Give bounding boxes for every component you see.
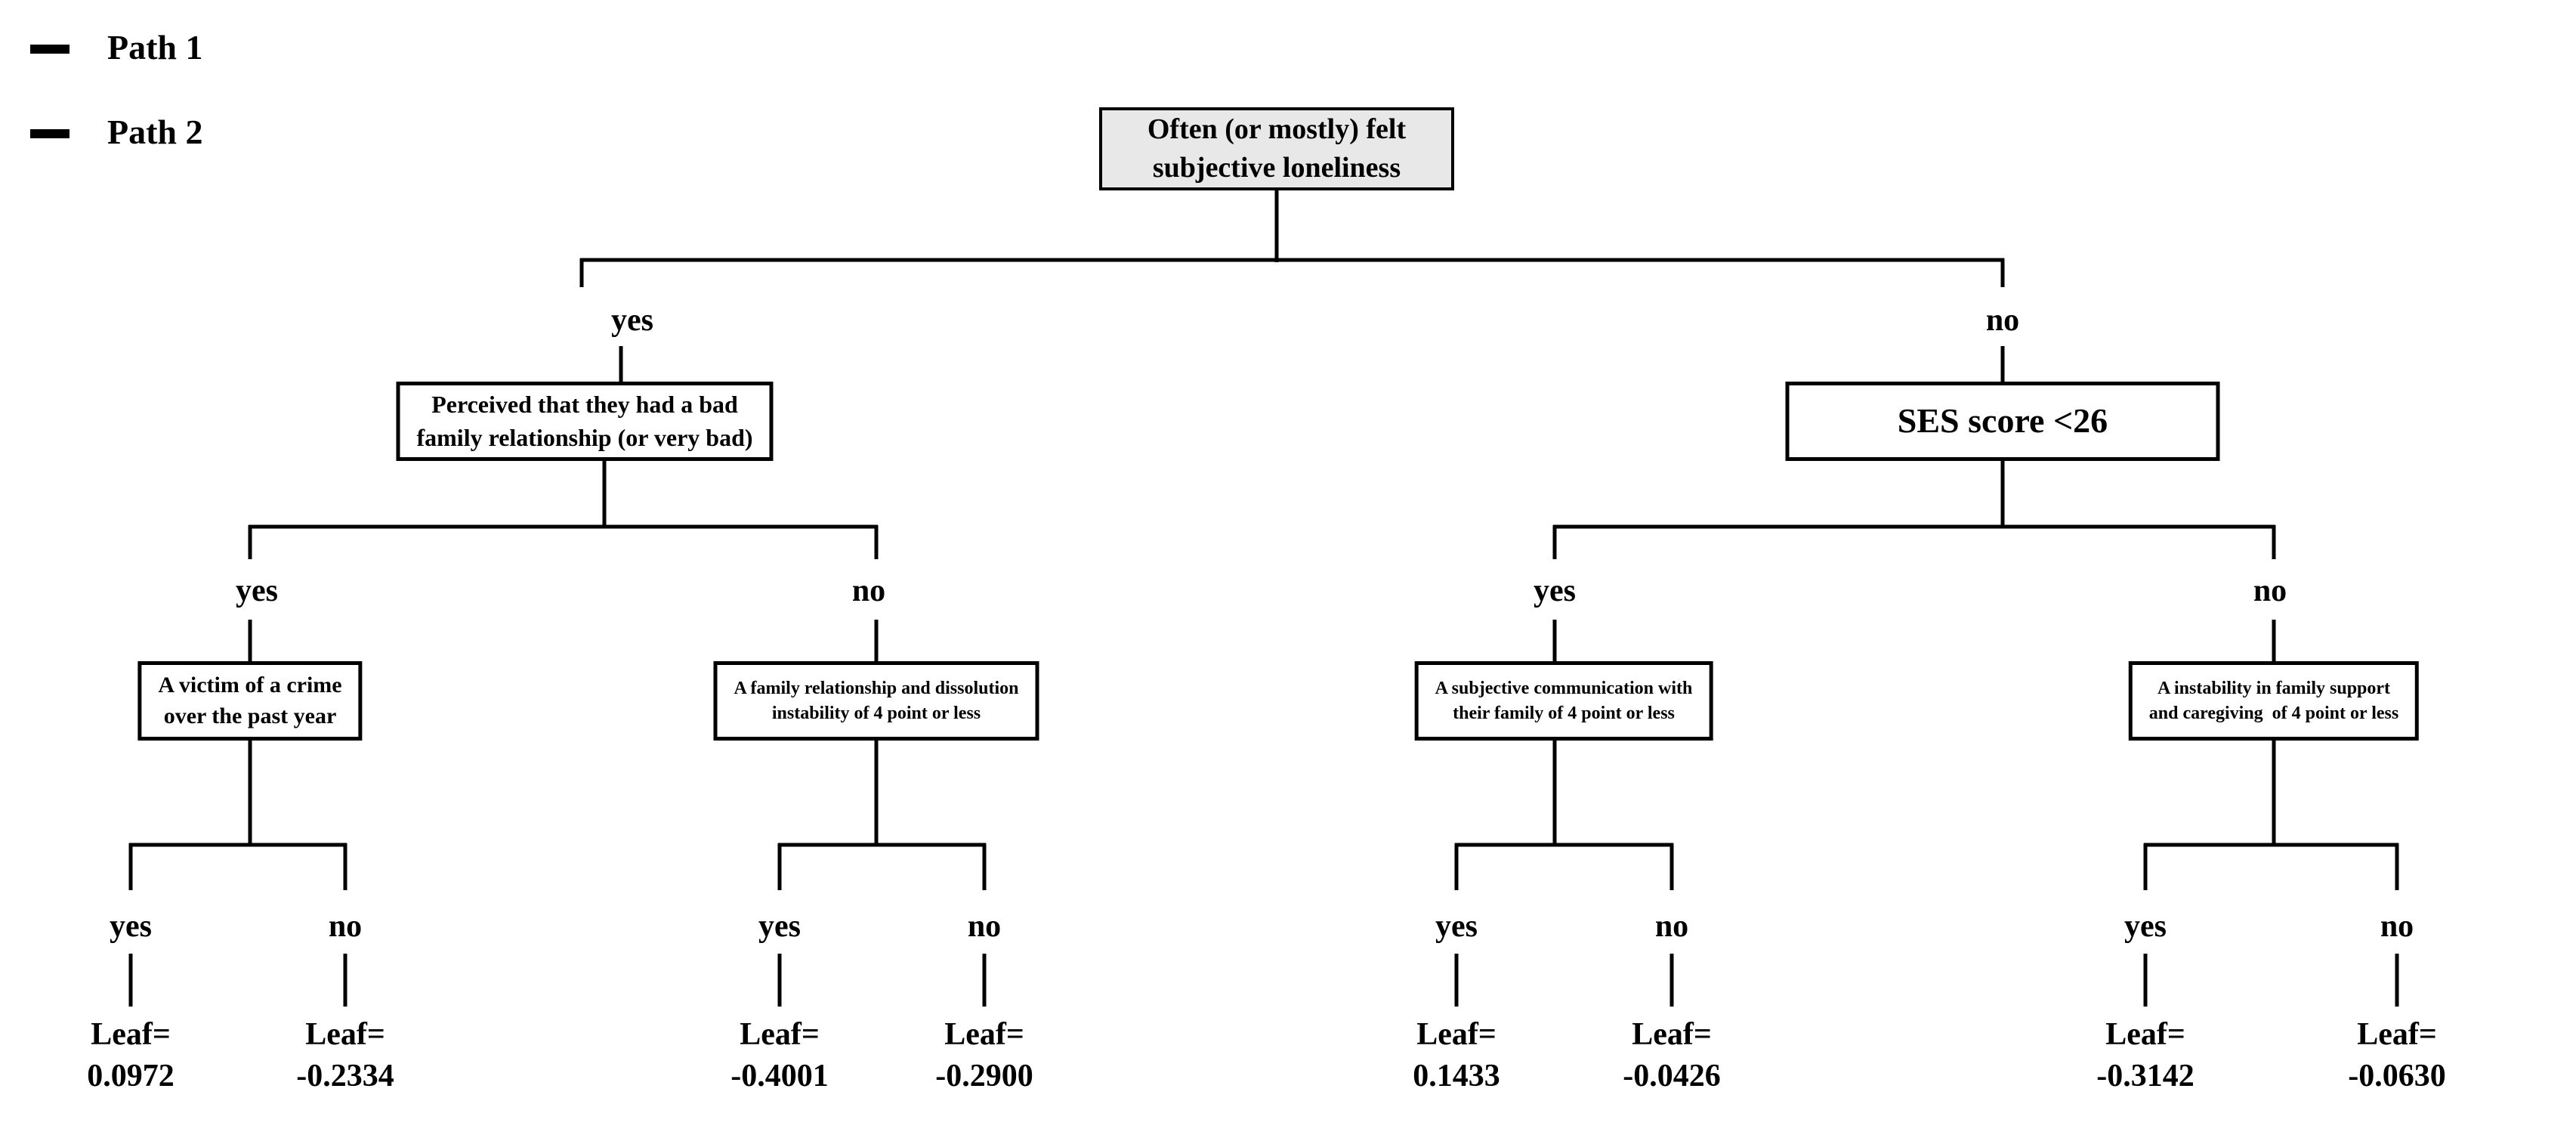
leaf-prefix: Leaf= [1416,1017,1496,1052]
branch-label-no-2r: no [2253,574,2287,608]
leaf-node-3: Leaf= -0.4001 [730,1014,829,1096]
node-victim-line2: over the past year [163,703,337,728]
leaf-node-2: Leaf= -0.2334 [296,1014,394,1096]
leaf-prefix: Leaf= [1632,1017,1712,1052]
branch-label-no-3c: no [328,909,363,944]
node-ses-score: SES score <26 [1785,382,2220,461]
leaf-node-4: Leaf= -0.2900 [935,1014,1033,1096]
leaf-value: -0.0426 [1623,1058,1721,1093]
node-family-support-line2: and caregiving of 4 point or less [2148,703,2399,723]
leaf-prefix: Leaf= [944,1017,1024,1052]
leaf-value: -0.2900 [935,1058,1033,1093]
node-subjective-communication: A subjective communication with their fa… [1414,661,1713,741]
leaf-prefix: Leaf= [305,1017,385,1052]
branch-label-yes-3d: yes [758,909,801,944]
node-family-support-line1: A instability in family support [2157,679,2391,699]
leaf-value: -0.0630 [2348,1058,2446,1093]
leaf-prefix: Leaf= [740,1017,820,1052]
leaf-prefix: Leaf= [2357,1017,2437,1052]
branch-label-yes-3e: yes [1435,909,1478,944]
leaf-node-5: Leaf= 0.1433 [1413,1014,1500,1096]
node-victim-line1: A victim of a crime [158,673,342,697]
branch-label-no-2l: no [851,574,886,608]
leaf-value: -0.3142 [2096,1058,2195,1093]
branch-label-no-1: no [1985,303,2020,338]
branch-label-yes-3f: yes [2124,909,2167,944]
node-perceived-line1: Perceived that they had a bad [431,391,738,419]
branch-label-no-3d: no [967,909,1002,944]
node-perceived-bad-family-relationship: Perceived that they had a bad family rel… [396,382,774,461]
node-perceived-line2: family relationship (or very bad) [416,423,753,451]
node-root: Often (or mostly) felt subjective loneli… [1099,107,1454,190]
leaf-value: -0.4001 [730,1058,829,1093]
node-family-dissolution-line1: A family relationship and dissolution [734,679,1019,699]
node-root-line2: subjective loneliness [1152,152,1401,184]
leaf-node-8: Leaf= -0.0630 [2348,1014,2446,1096]
node-crime-victim: A victim of a crime over the past year [137,661,363,741]
node-subjective-comm-line1: A subjective communication with [1435,679,1693,699]
leaf-prefix: Leaf= [2105,1017,2185,1052]
node-family-dissolution-instability: A family relationship and dissolution in… [713,661,1039,741]
node-family-dissolution-line2: instability of 4 point or less [771,703,981,723]
branch-label-yes-2r: yes [1534,574,1576,608]
node-root-line1: Often (or mostly) felt [1147,113,1407,145]
leaf-value: 0.1433 [1413,1058,1500,1093]
branch-label-no-3f: no [2380,909,2414,944]
branch-label-no-3e: no [1654,909,1689,944]
branch-label-yes-3c: yes [110,909,152,944]
leaf-node-6: Leaf= -0.0426 [1623,1014,1721,1096]
node-family-support-instability: A instability in family support and care… [2128,661,2420,741]
leaf-prefix: Leaf= [91,1017,171,1052]
legend-path1-label: Path 1 [107,28,203,66]
leaf-value: -0.2334 [296,1058,394,1093]
node-ses-line1: SES score <26 [1897,401,2108,441]
leaf-node-7: Leaf= -0.3142 [2096,1014,2195,1096]
branch-label-yes-1: yes [611,303,653,338]
leaf-value: 0.0972 [87,1058,175,1093]
node-subjective-comm-line2: their family of 4 point or less [1453,703,1675,723]
leaf-node-1: Leaf= 0.0972 [87,1014,175,1096]
legend-path2-label: Path 2 [107,113,203,151]
branch-label-yes-2l: yes [236,574,278,608]
